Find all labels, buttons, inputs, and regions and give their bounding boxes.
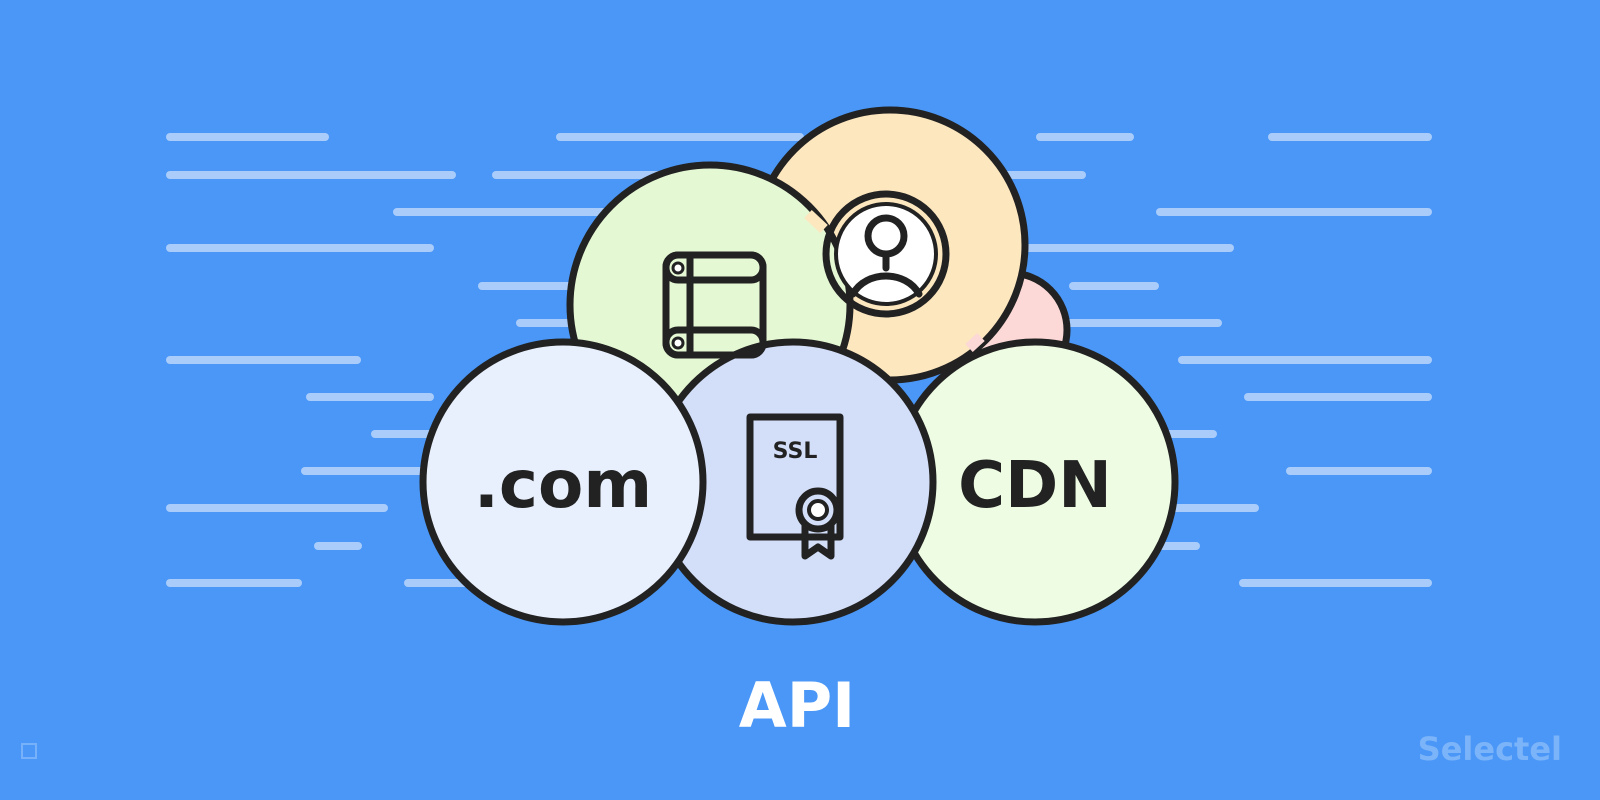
certificate-seal: [795, 487, 841, 533]
certificate-sheet: [746, 413, 844, 541]
outline-gap: [965, 332, 985, 353]
server-scroll-icon: [662, 251, 767, 359]
server-bottom-bar: [662, 326, 767, 359]
avatar-shoulders: [849, 272, 923, 298]
outline-gap: [804, 209, 828, 234]
user-avatar-icon: [822, 190, 950, 318]
server-top-bar: [662, 251, 767, 284]
corner-mark-icon: [21, 743, 37, 759]
selectel-logo: Selectel: [1418, 730, 1562, 768]
ssl-label: SSL: [773, 439, 818, 464]
avatar-frame: [822, 190, 950, 318]
server-led: [671, 336, 685, 350]
certificate-ribbon: [801, 521, 835, 560]
certificate-seal-inner: [807, 499, 829, 521]
domain-label: .com: [474, 446, 652, 523]
service-cloud: [419, 106, 1179, 626]
speed-lines: [166, 133, 1432, 587]
ssl-certificate-icon: SSL: [746, 413, 844, 560]
server-led: [671, 261, 685, 275]
cdn-label: CDN: [958, 449, 1112, 523]
domain-circle: [419, 338, 707, 626]
api-caption: API: [739, 669, 856, 742]
